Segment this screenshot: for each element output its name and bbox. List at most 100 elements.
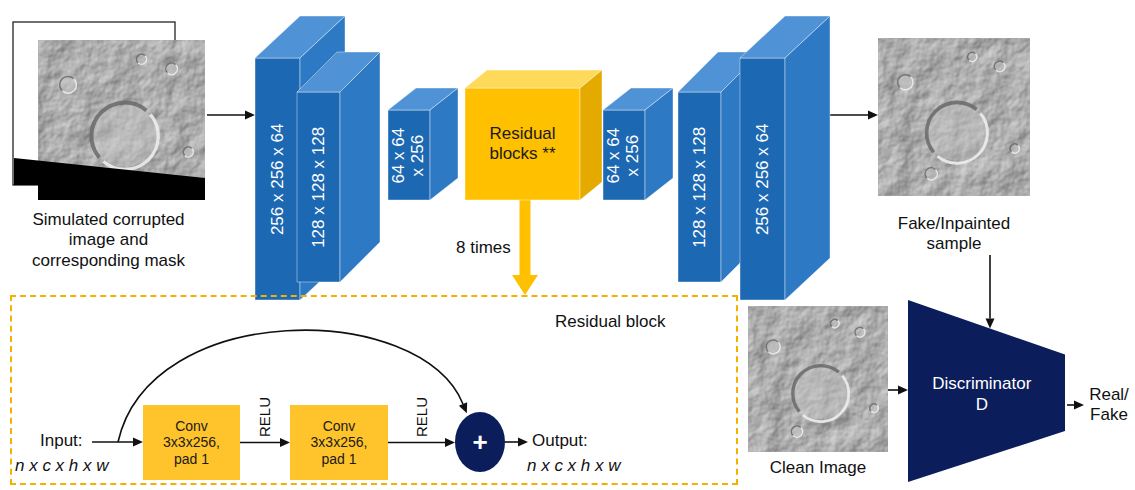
crater-light	[138, 56, 146, 64]
crater-shadow	[91, 103, 146, 158]
front-face	[603, 110, 645, 200]
conv-box: Conv 3x3x256, pad 1	[290, 405, 388, 480]
top-face	[465, 70, 602, 88]
sum-ellipse	[455, 412, 505, 472]
crater-light	[63, 79, 77, 93]
crater-light	[1012, 146, 1019, 153]
illustration	[13, 22, 205, 200]
residual-block-panel: Residual blockConv 3x3x256, pad 1 Conv 3x…	[10, 295, 738, 485]
crater-light	[185, 149, 193, 157]
decoder-block: 64 x 64 x 256	[603, 88, 673, 200]
encoder-block: 64 x 64 x 256	[388, 88, 458, 200]
terrain-image	[10, 18, 207, 203]
node-label: Residual block	[555, 312, 666, 332]
side-face	[430, 88, 458, 200]
crater-light	[769, 342, 780, 353]
node-label: +	[455, 429, 505, 455]
node-label: Simulated corrupted image and correspond…	[21, 210, 196, 271]
crater-shadow	[968, 52, 975, 59]
crater-shadow	[927, 102, 977, 152]
input-arrow	[92, 441, 133, 443]
side-face	[580, 70, 602, 200]
edge-label: RELU	[413, 396, 431, 436]
crater	[831, 320, 839, 328]
clean-image: Clean Image	[748, 306, 888, 478]
side-face	[785, 16, 830, 300]
crater	[925, 168, 937, 179]
node-label: 64 x 64 x 256	[390, 123, 427, 187]
flow-arrow	[240, 442, 280, 444]
front-face	[740, 58, 785, 300]
node-label: Fake/Inpainted sample	[878, 214, 1030, 255]
crater-shadow	[831, 319, 838, 326]
node-label: Clean Image	[748, 458, 888, 478]
node-label: Discriminator D	[926, 374, 1038, 415]
crater-light	[803, 376, 849, 422]
terrain	[878, 38, 1030, 196]
crater-light	[103, 115, 158, 170]
node-label: 128 x 128 x 128	[309, 98, 328, 276]
flow-arrow	[989, 255, 991, 319]
node-label: 256 x 256 x 64	[268, 64, 287, 294]
node-label: 128 x 128 x 128	[690, 98, 709, 276]
crater-shadow	[137, 54, 145, 62]
front-face	[678, 92, 721, 282]
crater	[60, 77, 77, 92]
crater	[766, 340, 780, 353]
terrain-relief	[878, 38, 1030, 196]
crater-shadow	[870, 404, 877, 411]
input-image: Simulated corrupted image and correspond…	[10, 18, 207, 271]
crater	[870, 404, 878, 412]
crater	[791, 426, 802, 436]
annotation-label: n x c x h x w	[527, 456, 621, 476]
terrain-image	[748, 306, 888, 452]
node-label: Conv 3x3x256, pad 1	[156, 418, 228, 468]
crater-shadow	[791, 426, 800, 435]
front-face	[255, 58, 300, 300]
crater-shadow	[183, 147, 191, 155]
crater-shadow	[855, 327, 863, 335]
annotation-label: Output:	[532, 431, 588, 451]
terrain-relief	[748, 306, 888, 452]
crater-light	[969, 54, 976, 61]
node-label: 256 x 256 x 64	[753, 64, 772, 294]
crater-shadow	[793, 366, 839, 412]
flow-arrow	[830, 114, 868, 116]
encoder-block: 128 x 128 x 128	[297, 52, 380, 282]
crater-shadow	[60, 76, 74, 90]
crater-light	[900, 77, 912, 89]
crater-light	[168, 65, 178, 75]
side-face	[340, 52, 380, 282]
annotation-label: n x c x h x w	[15, 456, 109, 476]
terrain	[748, 306, 888, 452]
crater	[137, 55, 147, 64]
sum-circle: +	[455, 412, 505, 472]
illustration	[878, 38, 1030, 196]
crater-light	[832, 321, 839, 328]
crater	[994, 62, 1005, 72]
decoder-block: 256 x 256 x 64	[740, 16, 830, 300]
discriminator-outline	[908, 300, 1065, 482]
crater-shadow	[1010, 144, 1017, 151]
mask-region	[14, 158, 205, 200]
edge-label: RELU	[256, 396, 274, 436]
crater-light	[937, 113, 987, 163]
crater-light	[857, 329, 865, 337]
crater-shadow	[766, 340, 777, 351]
node-label: 64 x 64 x 256	[605, 123, 642, 187]
inpainted-image: Fake/Inpainted sample	[878, 38, 1030, 255]
flow-arrow	[207, 114, 245, 116]
crater	[968, 53, 977, 61]
crater	[855, 328, 865, 337]
node-label: Conv 3x3x256, pad 1	[303, 418, 375, 468]
crater-shadow	[994, 61, 1003, 70]
annotation-label: Real/ Fake	[1088, 385, 1130, 426]
residual-blocks: Residual blocks **	[465, 70, 602, 200]
flow-arrow	[888, 389, 898, 391]
front-face	[297, 92, 340, 282]
side-face	[645, 88, 673, 200]
edge-label: 8 times	[456, 238, 511, 258]
output-arrow	[505, 441, 518, 443]
node-label: Residual blocks **	[471, 124, 574, 165]
